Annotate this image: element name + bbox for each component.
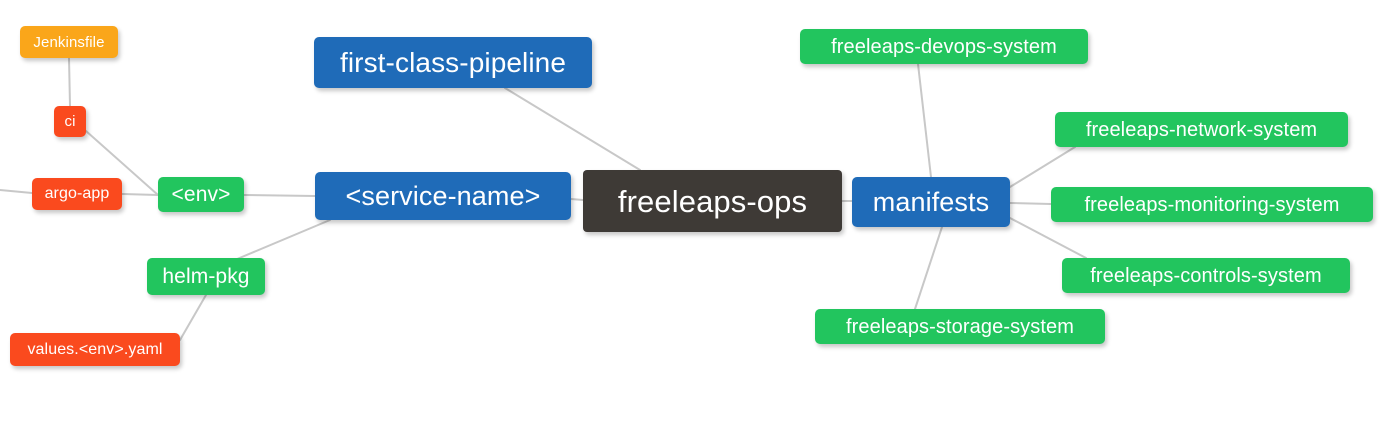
edge-manifests-to-freeleaps-monitoring-system <box>1009 202 1052 205</box>
node-freeleaps-storage-system[interactable]: freeleaps-storage-system <box>815 309 1105 344</box>
edge-manifests-to-freeleaps-network-system <box>1009 146 1076 188</box>
edge-manifests-to-freeleaps-devops-system <box>917 63 932 178</box>
node-argo-app[interactable]: argo-app <box>32 178 122 210</box>
edge-edge-left-tail-to-env-left <box>0 189 33 194</box>
edge-argo-app-to-env <box>121 193 159 196</box>
node-manifests[interactable]: manifests <box>852 177 1010 227</box>
edge-service-name-to-freeleaps-ops <box>570 198 584 201</box>
node-first-class-pipeline[interactable]: first-class-pipeline <box>314 37 592 88</box>
node-freeleaps-monitoring-system[interactable]: freeleaps-monitoring-system <box>1051 187 1373 222</box>
node-freeleaps-ops[interactable]: freeleaps-ops <box>583 170 842 232</box>
node-service-name[interactable]: <service-name> <box>315 172 571 220</box>
node-freeleaps-devops-system[interactable]: freeleaps-devops-system <box>800 29 1088 64</box>
edge-first-class-pipeline-to-freeleaps-ops <box>504 87 641 171</box>
edge-manifests-to-freeleaps-storage-system <box>914 226 943 310</box>
node-freeleaps-network-system[interactable]: freeleaps-network-system <box>1055 112 1348 147</box>
node-ci[interactable]: ci <box>54 106 86 137</box>
edge-env-to-service-name <box>243 194 316 197</box>
node-jenkinsfile[interactable]: Jenkinsfile <box>20 26 118 58</box>
edge-manifests-to-freeleaps-controls-system <box>1009 217 1087 259</box>
edge-helm-pkg-to-service-name <box>229 219 331 263</box>
node-values-env-yaml[interactable]: values.<env>.yaml <box>10 333 180 366</box>
node-env[interactable]: <env> <box>158 177 244 212</box>
edge-jenkinsfile-to-ci <box>68 57 71 107</box>
edge-values-env-yaml-to-helm-pkg <box>179 294 207 341</box>
node-freeleaps-controls-system[interactable]: freeleaps-controls-system <box>1062 258 1350 293</box>
node-helm-pkg[interactable]: helm-pkg <box>147 258 265 295</box>
